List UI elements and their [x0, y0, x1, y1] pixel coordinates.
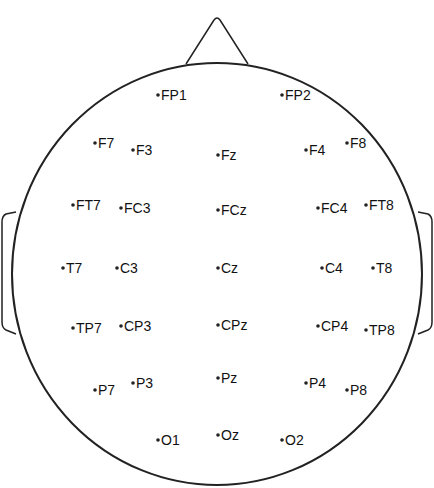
electrode-label: TP7	[76, 319, 102, 337]
electrode-dot	[131, 148, 135, 152]
electrode-label: C4	[325, 259, 343, 277]
electrode-label: O1	[161, 431, 180, 449]
electrode-label: F4	[309, 141, 325, 159]
electrode-dot	[216, 266, 220, 270]
electrode-dot	[216, 323, 220, 327]
electrode-label: Fz	[221, 146, 237, 164]
electrode-dot	[156, 93, 160, 97]
electrode-dot	[216, 208, 220, 212]
electrode-label: CP4	[321, 317, 348, 335]
electrode-dot	[93, 388, 97, 392]
electrode-label: FT7	[76, 196, 101, 214]
electrode-dot	[216, 153, 220, 157]
electrode-label: FC3	[124, 199, 150, 217]
electrode-label: Pz	[221, 369, 237, 387]
electrode-label: F8	[350, 134, 366, 152]
electrode-label: T7	[66, 259, 82, 277]
electrode-label: O2	[285, 431, 304, 449]
electrode-dot	[216, 433, 220, 437]
electrode-dot	[280, 438, 284, 442]
electrode-dot	[364, 328, 368, 332]
electrode-label: F7	[98, 134, 114, 152]
electrode-dot	[345, 141, 349, 145]
electrode-dot	[316, 324, 320, 328]
electrode-label: T8	[376, 259, 392, 277]
electrode-dots	[61, 93, 375, 442]
electrode-label: C3	[120, 259, 138, 277]
electrode-dot	[280, 93, 284, 97]
electrode-label: P3	[136, 374, 153, 392]
electrode-dot	[156, 438, 160, 442]
electrode-dot	[71, 326, 75, 330]
electrode-dot	[216, 376, 220, 380]
electrode-label: Oz	[221, 426, 239, 444]
electrode-dot	[119, 324, 123, 328]
electrode-dot	[364, 203, 368, 207]
head	[12, 63, 422, 485]
nose	[186, 18, 248, 64]
electrode-label: P7	[98, 381, 115, 399]
electrode-label: F3	[136, 141, 152, 159]
electrode-dot	[93, 141, 97, 145]
electrode-label: FP1	[161, 86, 187, 104]
electrode-dot	[304, 381, 308, 385]
electrode-dot	[320, 266, 324, 270]
electrode-label: Cz	[221, 259, 238, 277]
electrode-dot	[61, 266, 65, 270]
electrode-label: FCz	[221, 201, 247, 219]
electrode-dot	[371, 266, 375, 270]
electrode-dot	[119, 206, 123, 210]
electrode-dot	[115, 266, 119, 270]
electrode-label: FC4	[321, 199, 347, 217]
electrode-label: FP2	[285, 86, 311, 104]
electrode-dot	[304, 148, 308, 152]
electrode-label: P4	[309, 374, 326, 392]
electrode-label: CP3	[124, 317, 151, 335]
electrode-label: FT8	[369, 196, 394, 214]
electrode-dot	[345, 388, 349, 392]
electrode-dot	[316, 206, 320, 210]
electrode-label: P8	[350, 381, 367, 399]
electrode-label: TP8	[369, 321, 395, 339]
electrode-label: CPz	[221, 316, 247, 334]
electrode-dot	[131, 381, 135, 385]
electrode-dot	[71, 203, 75, 207]
